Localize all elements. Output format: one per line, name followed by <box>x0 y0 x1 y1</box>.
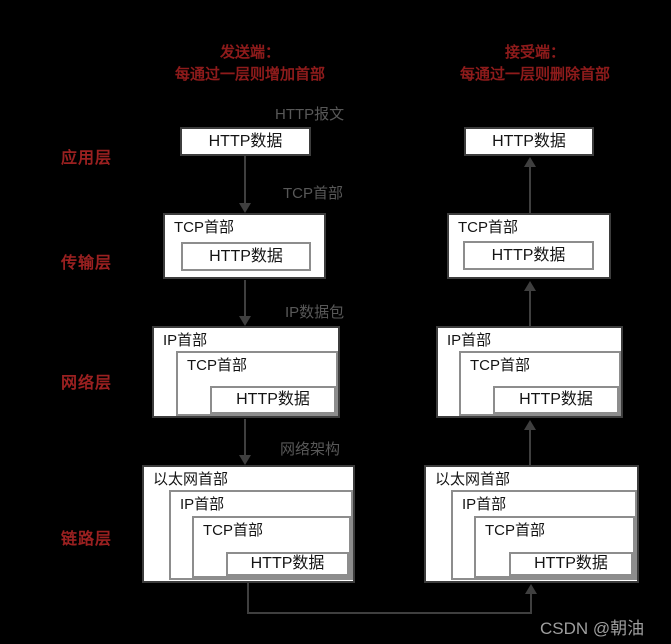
receiver-link-http-data-box: HTTP数据 <box>509 552 633 576</box>
receiver-up-arrow-icon-network-transport <box>524 281 536 291</box>
receiver-link-ethernet-label: 以太网首部 <box>435 471 511 488</box>
receiver-up-arrow-icon-transport-app <box>524 157 536 167</box>
sender-arrow-line-app-transport <box>244 156 246 204</box>
receiver-header-line2: 每通过一层则删除首部 <box>459 66 610 83</box>
receiver-link-ip-label: IP首部 <box>462 496 507 513</box>
sender-down-arrow-icon-network-link <box>239 455 251 465</box>
receiver-link-tcp-label: TCP首部 <box>485 522 546 539</box>
layer-label-application: 应用层 <box>61 150 113 167</box>
flow-label-tcp-header: TCP首部 <box>283 185 344 202</box>
receiver-transport-http-data-box: HTTP数据 <box>463 241 594 270</box>
sender-transport-tcp-label: TCP首部 <box>174 219 235 236</box>
sender-link-http-data-box: HTTP数据 <box>226 552 349 576</box>
receiver-header: 接受端： 每通过一层则删除首部 <box>425 42 645 86</box>
sender-down-arrow-icon-transport-network <box>239 316 251 326</box>
flow-label-http-message: HTTP报文 <box>275 106 345 123</box>
connector-up-arrow-icon <box>525 584 537 594</box>
csdn-watermark: CSDN @朝油 <box>540 619 645 638</box>
sender-link-tcp-label: TCP首部 <box>203 522 264 539</box>
receiver-application-http-data-box: HTTP数据 <box>464 127 594 156</box>
connector-line-horizontal <box>247 612 532 614</box>
sender-arrow-line-network-link <box>244 419 246 456</box>
sender-header-line2: 每通过一层则增加首部 <box>174 66 325 83</box>
receiver-network-tcp-label: TCP首部 <box>470 357 531 374</box>
sender-header: 发送端： 每通过一层则增加首部 <box>140 42 360 86</box>
receiver-header-line1: 接受端： <box>504 44 565 61</box>
receiver-up-arrow-icon-link-network <box>524 420 536 430</box>
connector-line-down <box>247 583 249 614</box>
receiver-network-http-data-box: HTTP数据 <box>493 386 619 414</box>
sender-header-line1: 发送端： <box>219 44 280 61</box>
sender-application-http-data-box: HTTP数据 <box>180 127 311 156</box>
layer-label-transport: 传输层 <box>61 255 113 272</box>
sender-link-ethernet-label: 以太网首部 <box>153 471 229 488</box>
layer-label-link: 链路层 <box>61 531 113 548</box>
sender-network-http-data-box: HTTP数据 <box>210 386 336 414</box>
receiver-arrow-line-link-network <box>529 429 531 465</box>
receiver-arrow-line-network-transport <box>529 290 531 326</box>
flow-label-network-frame: 网络架构 <box>280 441 341 458</box>
sender-link-ip-label: IP首部 <box>180 496 225 513</box>
receiver-network-ip-label: IP首部 <box>447 332 492 349</box>
connector-line-up <box>530 592 532 614</box>
flow-label-ip-packet: IP数据包 <box>285 304 345 321</box>
sender-network-ip-label: IP首部 <box>163 332 208 349</box>
sender-down-arrow-icon-app-transport <box>239 203 251 213</box>
receiver-transport-tcp-label: TCP首部 <box>458 219 519 236</box>
receiver-arrow-line-transport-app <box>529 166 531 213</box>
layer-label-network: 网络层 <box>61 375 113 392</box>
sender-network-tcp-label: TCP首部 <box>187 357 248 374</box>
sender-arrow-line-transport-network <box>244 280 246 316</box>
sender-transport-http-data-box: HTTP数据 <box>181 242 311 271</box>
